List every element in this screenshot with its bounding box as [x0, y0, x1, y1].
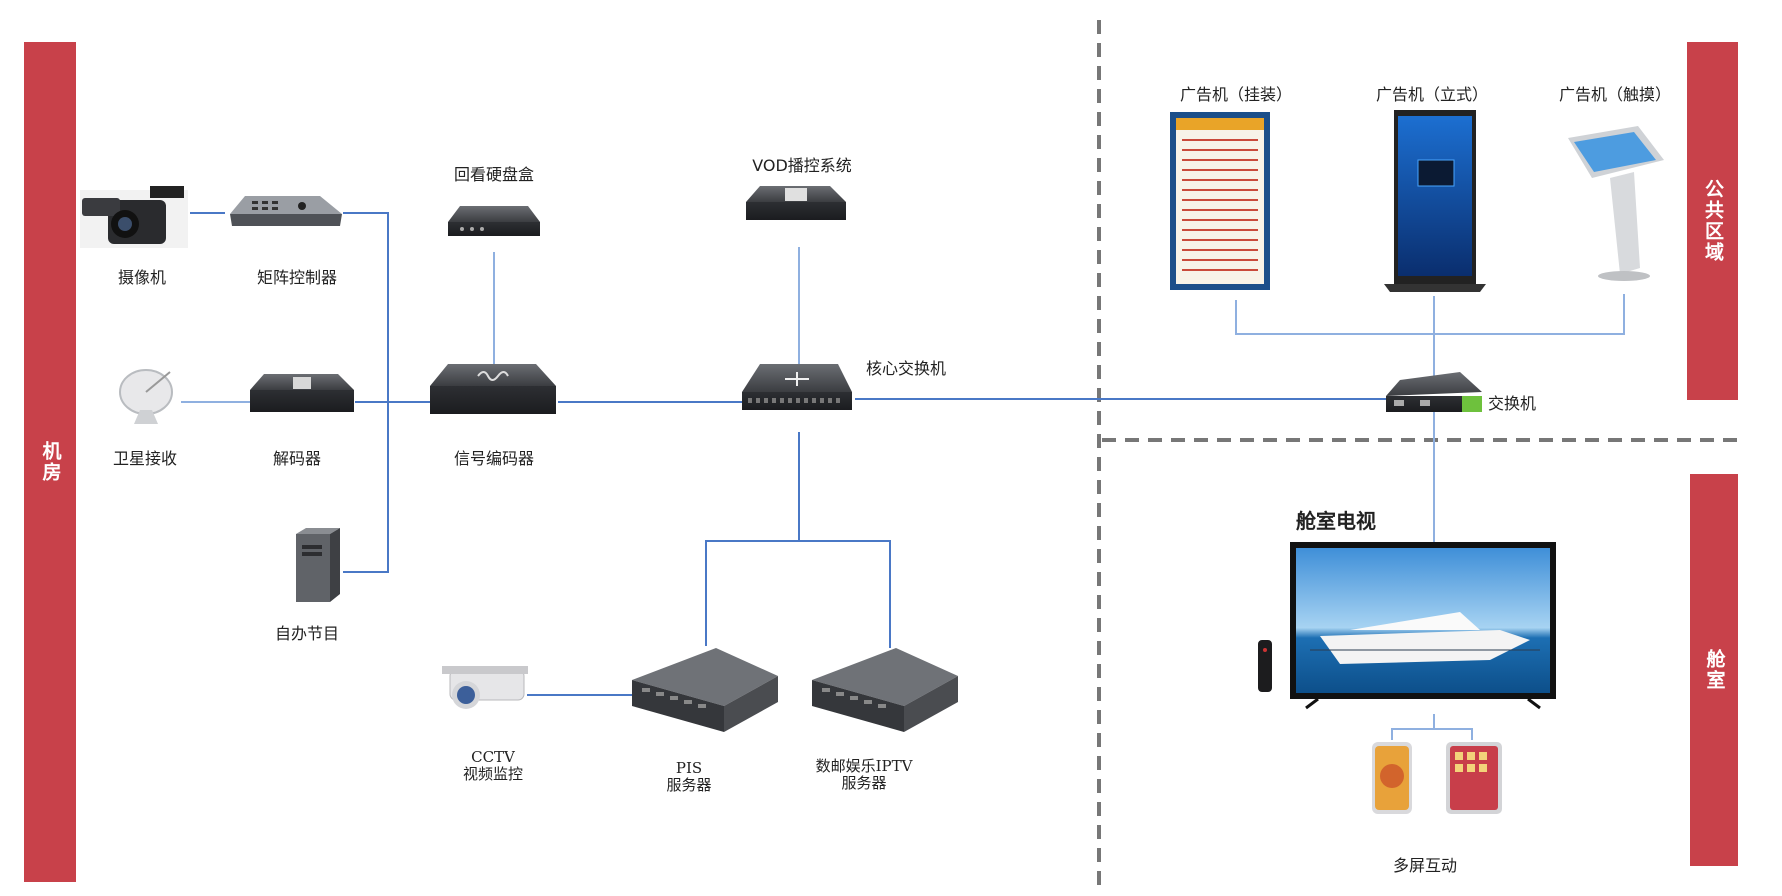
label-multi-screen: 多屏互动: [1392, 856, 1458, 875]
zone-cabin: 舱室: [1690, 474, 1738, 866]
label-camera: 摄像机: [117, 268, 167, 287]
label-iptv-line2: 服务器: [841, 774, 887, 792]
ad-machine-touch-icon: [1568, 126, 1664, 281]
vod-server-icon: [746, 186, 846, 220]
encoder-icon: [430, 364, 556, 414]
label-pis: PIS 服务器: [666, 760, 711, 794]
cctv-camera-icon: [442, 666, 528, 709]
label-decoder: 解码器: [272, 449, 322, 468]
label-self-program: 自办节目: [274, 624, 340, 643]
satellite-dish-icon: [119, 369, 173, 424]
core-switch-icon: [742, 364, 852, 410]
label-cctv-line2: 视频监控: [462, 765, 524, 783]
label-signal-encoder: 信号编码器: [453, 449, 535, 468]
zone-dividers: [1097, 20, 1740, 886]
iptv-server-icon: [812, 648, 958, 732]
cabin-tv-icon: [1290, 542, 1556, 710]
matrix-controller-icon: [230, 196, 342, 226]
zone-machine-room-label: 机房: [39, 441, 62, 483]
decoder-icon: [250, 374, 354, 412]
label-ad-stand: 广告机（立式）: [1375, 85, 1489, 104]
ad-machine-wall-icon: [1170, 112, 1270, 290]
zone-cabin-label: 舱室: [1703, 649, 1726, 691]
remote-control-icon: [1258, 640, 1272, 692]
tablet-icon: [1446, 742, 1502, 814]
access-switch-icon: [1386, 372, 1482, 412]
ad-machine-stand-icon: [1384, 110, 1486, 292]
disk-box-icon: [448, 206, 540, 236]
camera-icon: [80, 186, 188, 248]
label-iptv-line1: 数邮娱乐IPTV: [815, 757, 913, 775]
label-cctv-line1: CCTV: [471, 748, 515, 766]
label-cabin-tv: 舱室电视: [1296, 509, 1376, 533]
label-ad-touch: 广告机（触摸）: [1558, 85, 1672, 104]
label-pis-line1: PIS: [675, 759, 703, 777]
label-iptv: 数邮娱乐IPTV 服务器: [816, 758, 913, 792]
label-playback-disk: 回看硬盘盒: [453, 165, 535, 184]
phone-icon: [1372, 742, 1412, 814]
pis-server-icon: [632, 648, 778, 732]
zone-machine-room: 机房: [24, 42, 76, 882]
label-satellite: 卫星接收: [112, 449, 178, 468]
zone-public-area: 公共区域: [1687, 42, 1738, 400]
label-matrix-controller: 矩阵控制器: [256, 268, 338, 287]
label-vod-system: VOD播控系统: [752, 156, 852, 175]
server-tower-icon: [296, 528, 340, 602]
connection-lines: [181, 212, 1625, 740]
zone-public-area-label: 公共区域: [1702, 179, 1724, 263]
label-cctv: CCTV 视频监控: [463, 749, 523, 783]
label-pis-line2: 服务器: [666, 776, 712, 794]
label-ad-wall: 广告机（挂装）: [1179, 85, 1293, 104]
label-switch: 交换机: [1487, 394, 1537, 413]
label-core-switch: 核心交换机: [865, 359, 947, 378]
